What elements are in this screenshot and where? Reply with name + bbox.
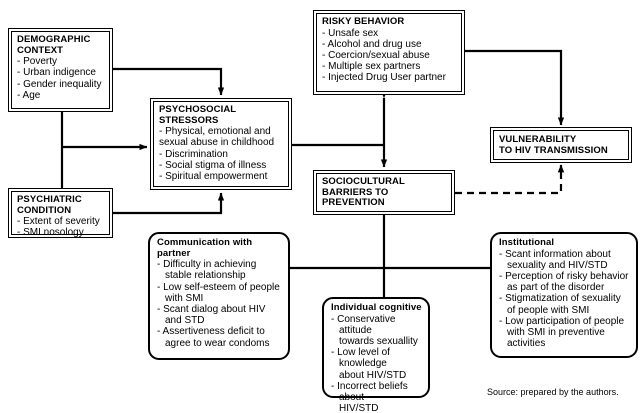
list-item: - Coercion/sexual abuse xyxy=(322,50,430,61)
node-risky-behavior[interactable]: RISKY BEHAVIOR - Unsafe sex - Alcohol an… xyxy=(313,10,465,95)
list-item: - Urban indigence xyxy=(17,67,96,79)
list-item: - Incorrect beliefs about HIV/STD transm… xyxy=(331,380,408,413)
source-note: Source: prepared by the authors. xyxy=(487,387,619,397)
node-individual-cognitive-items: - Conservative attitude towards sexualli… xyxy=(331,314,422,413)
list-item: - Perception of risky behavior as part o… xyxy=(499,271,629,294)
list-item: - Spiritual empowerment xyxy=(159,171,268,182)
list-item: - Low self-esteem of people with SMI xyxy=(157,281,280,304)
node-risky-behavior-title: RISKY BEHAVIOR xyxy=(322,16,405,27)
node-individual-cognitive-inner: Individual cognitive - Conservative atti… xyxy=(331,302,422,413)
node-vulnerability-to-hiv-transmission[interactable]: VULNERABILITY TO HIV TRANSMISSION xyxy=(490,127,632,163)
node-demographic-context[interactable]: DEMOGRAPHIC CONTEXT - Poverty - Urban in… xyxy=(8,28,113,112)
node-sociocultural-barriers-to-prevention-title: SOCIOCULTURAL BARRIERS TO PREVENTION xyxy=(322,176,405,209)
node-demographic-context-title: DEMOGRAPHIC CONTEXT xyxy=(17,34,91,56)
node-psychiatric-condition-title: PSYCHIATRIC CONDITION xyxy=(17,194,82,216)
list-item: - Scant dialog about HIV and STD xyxy=(157,304,266,327)
node-communication-with-partner[interactable]: Communication with partner - Difficulty … xyxy=(148,232,290,360)
node-risky-behavior-inner: RISKY BEHAVIOR - Unsafe sex - Alcohol an… xyxy=(316,13,462,92)
list-item: - Age xyxy=(17,89,41,101)
list-item: - Unsafe sex xyxy=(322,27,379,39)
node-psychiatric-condition-inner: PSYCHIATRIC CONDITION - Extent of severi… xyxy=(11,191,110,238)
node-demographic-context-items: - Poverty - Urban indigence - Gender ine… xyxy=(17,56,105,101)
node-psychosocial-stressors-title: PSYCHOSOCIAL STRESSORS xyxy=(159,104,237,126)
node-communication-with-partner-inner: Communication with partner - Difficulty … xyxy=(157,237,282,355)
list-item: - Extent of severity xyxy=(17,216,100,228)
list-item: - Social stigma of illness xyxy=(159,159,267,171)
edge-sociocultural-to-vulnerability-dashed xyxy=(455,164,565,195)
node-psychosocial-stressors-items: - Physical, emotional and sexual abuse i… xyxy=(159,126,284,182)
edge-demographic-to-psychosocial-top xyxy=(112,67,225,96)
list-item: - Multiple sex partners xyxy=(322,61,421,73)
list-item: - Low level of knowledge about HIV/STD xyxy=(331,347,407,381)
node-individual-cognitive-title: Individual cognitive xyxy=(331,302,422,313)
list-item: - Discrimination xyxy=(159,148,228,160)
node-risky-behavior-items: - Unsafe sex - Alcohol and drug use - Co… xyxy=(322,28,457,84)
node-institutional[interactable]: Institutional - Scant information about … xyxy=(490,232,638,358)
list-item: - Stigmatization of sexuality of people … xyxy=(499,293,621,316)
node-psychiatric-condition[interactable]: PSYCHIATRIC CONDITION - Extent of severi… xyxy=(8,188,113,238)
node-sociocultural-barriers-to-prevention[interactable]: SOCIOCULTURAL BARRIERS TO PREVENTION xyxy=(313,170,455,215)
node-institutional-inner: Institutional - Scant information about … xyxy=(499,237,630,353)
list-item: - Low participation of people with SMI i… xyxy=(499,315,625,350)
list-item: - Injected Drug User partner xyxy=(322,72,446,84)
node-vulnerability-to-hiv-transmission-title: VULNERABILITY TO HIV TRANSMISSION xyxy=(499,133,608,156)
node-institutional-title: Institutional xyxy=(499,237,555,248)
node-vulnerability-to-hiv-transmission-inner: VULNERABILITY TO HIV TRANSMISSION xyxy=(493,130,629,160)
list-item: - Physical, emotional and sexual abuse i… xyxy=(159,126,275,149)
list-item: - SMI nosology xyxy=(17,227,84,239)
node-demographic-context-inner: DEMOGRAPHIC CONTEXT - Poverty - Urban in… xyxy=(11,31,110,109)
node-communication-with-partner-items: - Difficulty in achieving stable relatio… xyxy=(157,259,282,349)
node-sociocultural-barriers-to-prevention-inner: SOCIOCULTURAL BARRIERS TO PREVENTION xyxy=(316,173,452,212)
node-institutional-items: - Scant information about sexuality and … xyxy=(499,249,630,350)
node-psychosocial-stressors-inner: PSYCHOSOCIAL STRESSORS - Physical, emoti… xyxy=(153,101,289,187)
node-psychiatric-condition-items: - Extent of severity - SMI nosology xyxy=(17,216,105,238)
edge-riskybehavior-to-vulnerability xyxy=(465,49,565,126)
list-item: - Alcohol and drug use xyxy=(322,38,422,50)
node-communication-with-partner-title: Communication with partner xyxy=(157,237,253,259)
node-psychosocial-stressors[interactable]: PSYCHOSOCIAL STRESSORS - Physical, emoti… xyxy=(150,98,292,190)
list-item: - Conservative attitude towards sexualli… xyxy=(331,313,418,347)
list-item: - Poverty xyxy=(17,56,58,68)
list-item: - Assertiveness deficit to agree to wear… xyxy=(157,326,270,349)
node-individual-cognitive[interactable]: Individual cognitive - Conservative atti… xyxy=(322,297,430,413)
list-item: - Scant information about sexuality and … xyxy=(499,248,611,271)
list-item: - Difficulty in achieving stable relatio… xyxy=(157,259,257,282)
list-item: - Gender inequality xyxy=(17,78,102,90)
edge-psychiatric-to-psychosocial xyxy=(112,192,225,215)
